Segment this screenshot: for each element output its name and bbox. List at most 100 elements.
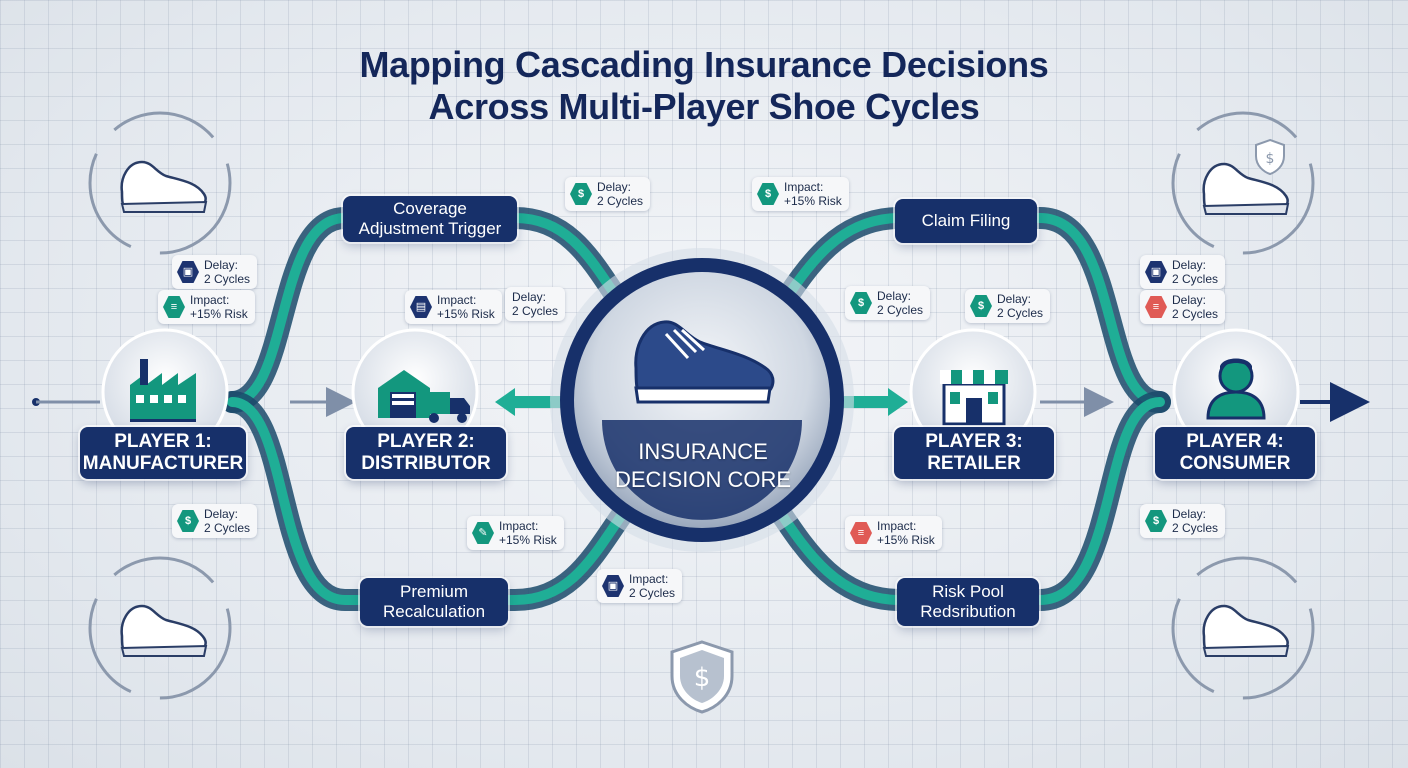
- document-icon: ≡: [850, 522, 872, 544]
- player-2-line-1: PLAYER 2:: [377, 431, 475, 452]
- page-title: Mapping Cascading Insurance Decisions Ac…: [0, 44, 1408, 128]
- badge-value: +15% Risk: [877, 533, 935, 547]
- badge-value: +15% Risk: [437, 307, 495, 321]
- impact-badge: ≡ Impact:+15% Risk: [158, 290, 255, 324]
- badge-value: 2 Cycles: [512, 304, 559, 318]
- sneaker-icon: [120, 604, 208, 657]
- document-icon: ≡: [1145, 296, 1167, 318]
- badge-label: Impact:: [437, 293, 477, 307]
- coins-icon: $: [757, 183, 779, 205]
- flow-arrows: [32, 382, 1370, 422]
- coverage-line-2: Adjustment Trigger: [358, 219, 502, 238]
- badge-label: Impact:: [499, 519, 539, 533]
- document-icon: ≡: [163, 296, 185, 318]
- player-1-line-2: MANUFACTURER: [82, 453, 244, 474]
- badge-label: Delay:: [204, 507, 239, 521]
- badge-value: 2 Cycles: [597, 194, 644, 208]
- premium-line-1: Premium: [399, 582, 468, 601]
- claim-filing-label: Claim Filing: [895, 199, 1037, 243]
- coverage-adjustment-trigger-label: Coverage Adjustment Trigger: [343, 196, 517, 242]
- core-shoe-icon: [634, 320, 775, 404]
- player-2-distributor: PLAYER 2: DISTRIBUTOR: [346, 427, 506, 479]
- cycle-loop-bottom-left: [88, 556, 232, 700]
- core-label: INSURANCE DECISION CORE: [570, 438, 836, 494]
- badge-label: Delay:: [1172, 293, 1207, 307]
- premium-line-2: Recalculation: [382, 602, 486, 621]
- badge-label: Delay:: [877, 289, 912, 303]
- delay-badge: $ Delay:2 Cycles: [565, 177, 651, 211]
- sneaker-icon: [1202, 162, 1290, 215]
- player-3-line-2: RETAILER: [927, 453, 1021, 474]
- dollar-icon: $: [570, 183, 592, 205]
- shield-dollar-icon: $: [670, 640, 734, 714]
- claim-line-1: Claim Filing: [921, 211, 1011, 230]
- warehouse-truck-icon: [378, 370, 470, 423]
- badge-label: Delay:: [204, 258, 239, 272]
- impact-badge: ▣ Impact:2 Cycles: [597, 569, 683, 603]
- svg-text:$: $: [694, 663, 711, 693]
- badge-value: 2 Cycles: [629, 586, 676, 600]
- riskpool-line-1: Risk Pool: [932, 582, 1004, 601]
- risk-pool-redistribution-label: Risk Pool Redsribution: [897, 578, 1039, 626]
- cycle-loop-top-left: [88, 111, 232, 255]
- player-4-consumer: PLAYER 4: CONSUMER: [1155, 427, 1315, 479]
- delay-badge: $ Delay:2 Cycles: [965, 289, 1051, 323]
- truck-icon: ▤: [410, 296, 432, 318]
- player-2-line-2: DISTRIBUTOR: [361, 453, 491, 474]
- delay-badge: $ Delay:2 Cycles: [845, 286, 931, 320]
- badge-value: +15% Risk: [190, 307, 248, 321]
- box-icon: ▣: [602, 575, 624, 597]
- impact-badge: ≡ Impact:+15% Risk: [845, 516, 942, 550]
- delay-badge: ▣ Delay:2 Cycles: [1140, 255, 1226, 289]
- flow-ribbons: [221, 207, 1171, 611]
- badge-value: 2 Cycles: [1172, 307, 1219, 321]
- premium-recalculation-label: Premium Recalculation: [360, 578, 508, 626]
- cycle-loop-top-right: [1171, 111, 1315, 255]
- person-icon: [1206, 358, 1266, 420]
- player-1-manufacturer: PLAYER 1: MANUFACTURER: [80, 427, 246, 479]
- sneaker-icon: [1202, 604, 1290, 657]
- impact-badge: ▤ Impact:+15% Risk: [405, 290, 502, 324]
- badge-value: 2 Cycles: [877, 303, 924, 317]
- badge-label: Delay:: [512, 290, 547, 304]
- riskpool-line-2: Redsribution: [920, 602, 1016, 621]
- delay-badge: $ Delay:2 Cycles: [172, 504, 258, 538]
- dollar-icon: $: [970, 295, 992, 317]
- player-4-line-1: PLAYER 4:: [1186, 431, 1284, 452]
- badge-value: 2 Cycles: [204, 521, 251, 535]
- badge-value: +15% Risk: [784, 194, 842, 208]
- player-3-line-1: PLAYER 3:: [925, 431, 1023, 452]
- dollar-icon: $: [1145, 510, 1167, 532]
- sneaker-icon: [120, 160, 208, 213]
- dollar-icon: $: [177, 510, 199, 532]
- badge-label: Delay:: [1172, 507, 1207, 521]
- badge-label: Impact:: [629, 572, 669, 586]
- badge-label: Impact:: [877, 519, 917, 533]
- storefront-icon: [940, 370, 1008, 426]
- badge-value: 2 Cycles: [1172, 521, 1219, 535]
- impact-badge: $ Impact:+15% Risk: [752, 177, 849, 211]
- leaf-icon: ✎: [472, 522, 494, 544]
- core-line-1: INSURANCE: [638, 439, 768, 464]
- cycle-loop-bottom-right: [1171, 556, 1315, 700]
- badge-value: 2 Cycles: [204, 272, 251, 286]
- core-line-2: DECISION CORE: [614, 467, 792, 492]
- delay-badge: ≡ Delay:2 Cycles: [1140, 290, 1226, 324]
- impact-badge: ✎ Impact:+15% Risk: [467, 516, 564, 550]
- player-1-line-1: PLAYER 1:: [114, 431, 212, 452]
- player-4-line-2: CONSUMER: [1179, 453, 1291, 474]
- svg-text:$: $: [1266, 151, 1275, 167]
- badge-value: 2 Cycles: [997, 306, 1044, 320]
- coins-icon: $: [850, 292, 872, 314]
- box-icon: ▣: [1145, 261, 1167, 283]
- badge-label: Impact:: [190, 293, 230, 307]
- delay-badge: $ Delay:2 Cycles: [1140, 504, 1226, 538]
- badge-label: Delay:: [997, 292, 1032, 306]
- badge-label: Delay:: [597, 180, 632, 194]
- badge-label: Delay:: [1172, 258, 1207, 272]
- badge-value: +15% Risk: [499, 533, 557, 547]
- shield-dollar-icon: $: [1255, 138, 1285, 176]
- delay-badge: ▣ Delay:2 Cycles: [172, 255, 258, 289]
- coverage-line-1: Coverage: [393, 199, 467, 218]
